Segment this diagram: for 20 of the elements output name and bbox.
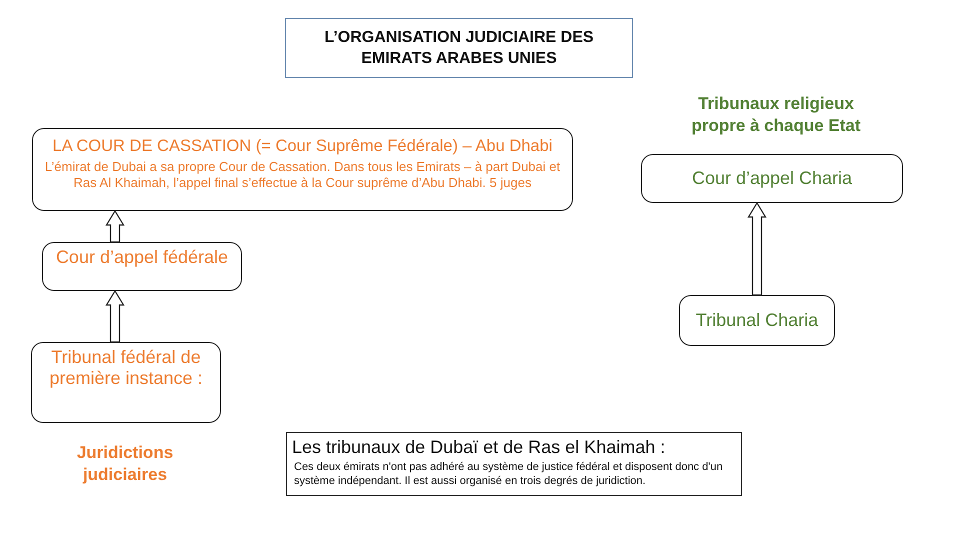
category-heading: Tribunaux religieux propre à chaque Etat — [690, 93, 862, 137]
court-name: Cour d’appel fédérale — [56, 247, 228, 268]
court-box — [31, 342, 221, 423]
court-name: Les tribunaux de Dubaï et de Ras el Khaimah : — [292, 437, 666, 458]
description-text: L’émirat de Dubai a sa propre Cour de Cassation. Dans tous les Emirats – à part Dubai et Ras Al Khaimah, l’appel final s’effectue à la Cour suprême d’Abu Dhabi. 5 juges — [44, 158, 562, 190]
court-name: LA COUR DE CASSATION (= Cour Suprême Fédérale) – Abu Dhabi — [52, 137, 552, 156]
court-box — [679, 295, 835, 346]
court-box — [42, 242, 242, 291]
note-box — [286, 432, 742, 496]
title-text: L’ORGANISATION JUDICIAIRE DES EMIRATS ARABES UNIES — [323, 28, 595, 69]
court-box — [641, 154, 903, 203]
court-box — [32, 128, 573, 211]
block-arrow — [747, 202, 767, 296]
court-name: Tribunal fédéral de première instance : — [48, 347, 204, 389]
court-name: Cour d’appel Charia — [692, 168, 852, 189]
block-arrow — [105, 210, 125, 243]
category-heading: Juridictions judiciaires — [76, 442, 174, 486]
court-name: Tribunal Charia — [696, 310, 818, 331]
block-arrow — [105, 290, 125, 343]
description-text: Ces deux émirats n'ont pas adhéré au système de justice fédéral et disposent donc d'un système indépendant. Il est aussi organisé en trois degrés de juridiction. — [293, 460, 724, 488]
